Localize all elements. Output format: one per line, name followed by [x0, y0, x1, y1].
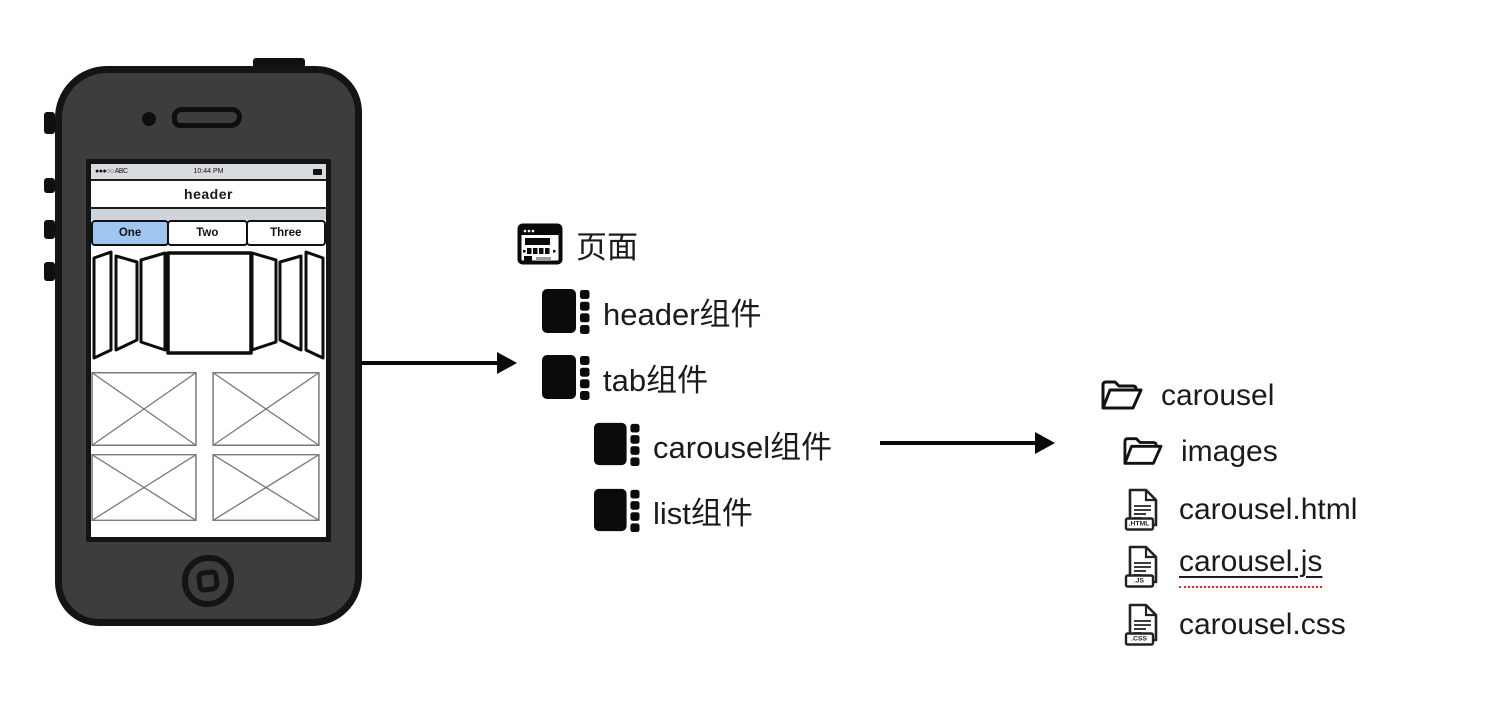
tree-item-page: 页面	[517, 222, 638, 267]
tree-item-label: 页面	[576, 230, 638, 265]
js-file-icon: .JS	[1124, 544, 1162, 589]
tree-item-label: carousel组件	[653, 429, 833, 465]
open-folder-icon	[1101, 380, 1143, 410]
image-placeholder	[91, 454, 197, 521]
volume-down-button	[44, 220, 55, 239]
earpiece-speaker	[172, 107, 242, 128]
home-button	[182, 555, 234, 607]
file-tree-item-carousel-js: .JS carousel.js	[1124, 544, 1323, 589]
arrow-tree-to-files	[880, 441, 1036, 445]
open-folder-icon	[1123, 437, 1163, 465]
component-icon	[594, 422, 640, 467]
phone-mockup: ●●●○○ ABC 10:44 PM header One Two Three	[55, 66, 362, 626]
tree-item-tab-component: tab组件	[542, 353, 708, 401]
header-tab-gap	[91, 209, 326, 220]
file-tree-item-carousel-folder: carousel	[1098, 376, 1274, 415]
file-tree-label: carousel.js	[1179, 545, 1323, 588]
tree-item-label: tab组件	[603, 362, 709, 398]
component-icon	[542, 355, 590, 400]
tree-item-header-component: header组件	[542, 287, 762, 335]
volume-up-button	[44, 178, 55, 193]
file-badge: .JS	[1133, 576, 1145, 585]
component-icon	[542, 289, 590, 334]
phone-screen: ●●●○○ ABC 10:44 PM header One Two Three	[86, 159, 331, 542]
file-tree-item-carousel-html: .HTML carousel.html	[1124, 487, 1357, 532]
home-button-square-icon	[195, 568, 221, 594]
css-file-icon: .CSS	[1124, 602, 1162, 647]
arrow-head-icon	[1035, 432, 1055, 454]
image-placeholder	[212, 454, 320, 521]
side-button	[44, 262, 55, 281]
image-placeholder	[91, 372, 197, 446]
carousel-wireframe	[92, 250, 325, 360]
front-camera-icon	[142, 112, 156, 126]
image-placeholder	[212, 372, 320, 446]
tab-bar: One Two Three	[91, 220, 326, 246]
arrow-head-icon	[497, 352, 517, 374]
status-bar: ●●●○○ ABC 10:44 PM	[91, 164, 326, 181]
component-icon	[594, 488, 640, 533]
tab-one: One	[91, 220, 170, 246]
file-tree-label: carousel.html	[1179, 492, 1358, 526]
file-tree-label: carousel.css	[1179, 607, 1346, 641]
file-tree-label: carousel	[1161, 378, 1275, 412]
carrier-signal-text: ●●●○○ ABC	[95, 168, 128, 175]
tree-item-label: list组件	[653, 495, 753, 531]
arrow-phone-to-tree	[344, 361, 499, 365]
file-tree-label: images	[1181, 434, 1278, 468]
mute-switch	[44, 112, 55, 134]
file-badge: .CSS	[1131, 634, 1147, 643]
battery-icon	[313, 168, 322, 175]
file-tree-item-images-folder: images	[1120, 433, 1278, 470]
tab-two: Two	[167, 220, 248, 246]
webpage-icon	[517, 223, 563, 264]
file-tree-item-carousel-css: .CSS carousel.css	[1124, 602, 1346, 647]
status-time: 10:44 PM	[193, 168, 224, 175]
html-file-icon: .HTML	[1124, 487, 1162, 532]
tab-three: Three	[245, 220, 326, 246]
tree-item-label: header组件	[603, 296, 762, 332]
file-badge: .HTML	[1128, 519, 1150, 528]
tree-item-list-component: list组件	[594, 487, 753, 533]
wireframe-header-bar: header	[91, 181, 326, 209]
tree-item-carousel-component: carousel组件	[594, 421, 832, 467]
